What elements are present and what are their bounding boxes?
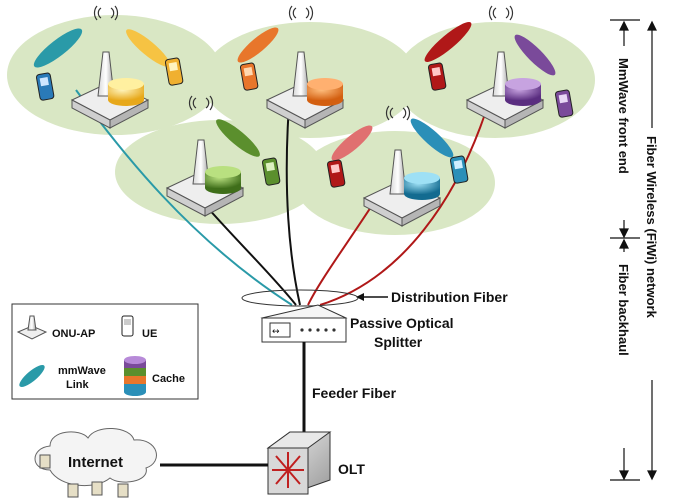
server-icon xyxy=(67,483,79,498)
ue-phone-icon xyxy=(239,62,259,91)
ue-phone-icon xyxy=(449,155,469,184)
fiwi-network-label: Fiber Wireless (FiWi) network xyxy=(644,136,659,319)
mmwave-link-legend-icon xyxy=(19,365,45,387)
fiber-red xyxy=(319,91,493,306)
cache-icon xyxy=(505,78,541,106)
side-brackets xyxy=(610,19,657,481)
ue-legend-icon xyxy=(121,315,134,337)
server-icon xyxy=(117,483,129,498)
mmwave-link xyxy=(331,125,373,161)
legend-mmwave-label-1: mmWave xyxy=(58,365,106,377)
ue-phone-icon xyxy=(261,157,281,186)
cache-legend-icon xyxy=(124,356,146,396)
passive-optical-splitter: ↔ Passive Optical Splitter xyxy=(260,304,454,350)
server-icon xyxy=(39,454,51,469)
olt-label: OLT xyxy=(338,461,365,477)
legend-onu-ap-label: ONU-AP xyxy=(52,328,95,340)
ue-devices xyxy=(35,57,574,188)
onu-ap-node xyxy=(265,51,345,129)
ue-phone-icon xyxy=(35,72,55,101)
distribution-fiber-annotation: Distribution Fiber xyxy=(356,289,508,305)
mmwave-link xyxy=(126,29,170,67)
distribution-fiber-label: Distribution Fiber xyxy=(391,289,508,305)
antenna-signal-icons xyxy=(93,5,514,121)
cache-icon xyxy=(108,78,144,106)
splitter-label-line2: Splitter xyxy=(374,334,423,350)
onu-ap-legend-icon xyxy=(16,315,48,340)
onu-ap-node xyxy=(165,139,245,217)
ue-phone-icon xyxy=(326,159,346,188)
mmwave-link xyxy=(514,34,556,76)
mmwave-links xyxy=(33,21,556,161)
legend: ONU-AP UE mmWave Link Cache xyxy=(11,303,199,400)
ue-phone-icon xyxy=(554,89,574,118)
mmwave-link xyxy=(33,28,83,68)
legend-ue-label: UE xyxy=(142,328,157,340)
onu-ap-node xyxy=(362,149,442,227)
feeder-fiber-label: Feeder Fiber xyxy=(312,385,397,401)
server-icon xyxy=(91,481,103,496)
mmwave-front-end-label: MmWave front end xyxy=(616,58,631,174)
cache-icon xyxy=(205,166,241,194)
internet-label: Internet xyxy=(68,454,123,471)
fiber-backhaul-label: Fiber backhaul xyxy=(616,264,631,356)
mmwave-link xyxy=(424,21,472,63)
svg-text:↔: ↔ xyxy=(272,327,280,337)
ue-phone-icon xyxy=(427,62,447,91)
cache-icon xyxy=(307,78,343,106)
mmwave-link xyxy=(410,118,454,158)
olt-device: OLT xyxy=(266,431,365,495)
internet-cloud: Internet xyxy=(34,427,268,498)
fiber-black xyxy=(285,91,301,306)
legend-mmwave-label-2: Link xyxy=(66,379,89,391)
mmwave-link xyxy=(237,27,279,63)
onu-ap-node xyxy=(465,51,545,129)
cache-icon xyxy=(404,172,440,200)
mmwave-link xyxy=(216,119,260,157)
onu-ap-node xyxy=(70,51,150,129)
legend-cache-label: Cache xyxy=(152,373,185,385)
ue-phone-icon xyxy=(164,57,184,86)
splitter-label-line1: Passive Optical xyxy=(350,315,454,331)
